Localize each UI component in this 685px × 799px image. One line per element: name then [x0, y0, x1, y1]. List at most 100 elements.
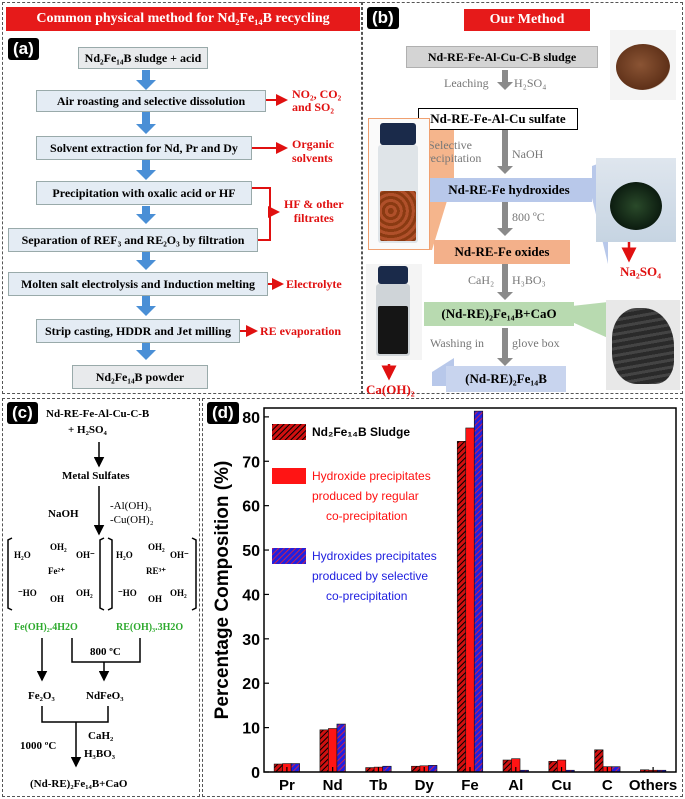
bar-dy-s3: [428, 765, 438, 773]
panel-a-title: Common physical method for Nd₂Fe₁₄B recy…: [6, 7, 360, 31]
step-a-2: Air roasting and selective dissolution: [36, 90, 266, 112]
cond-h3bo3: H₃BO₃: [512, 273, 546, 287]
bar-al-s1: [502, 759, 512, 773]
step-a-7: Strip casting, HDDR and Jet milling: [36, 319, 240, 343]
fe-complex: H₂O OH₂ OH⁻ Fe²⁺ ⁻HO OH OH₂: [10, 540, 102, 608]
x-tick-label: Dy: [415, 777, 435, 794]
panel-c: [2, 398, 200, 797]
step-b-4: Nd-RE-Fe oxides: [434, 240, 570, 264]
legend-label-2-line-2: produced by regular: [312, 489, 419, 503]
bar-tb-s3: [382, 765, 392, 773]
cond-selective: Selective: [428, 138, 472, 152]
step-b-2: Nd-RE-Fe-Al-Cu sulfate: [418, 108, 578, 130]
bar-dy-s1: [411, 765, 421, 773]
byproduct-solvents: Organic solvents: [292, 137, 334, 165]
byproduct-nox: NO₂, CO₂ and SO₂: [292, 88, 341, 114]
panel-d: [202, 398, 683, 797]
bar-nd-s2: [328, 728, 338, 773]
panel-c-label: (c): [7, 402, 38, 424]
bar-fe-s2: [465, 427, 475, 773]
magnet-sample: [612, 308, 674, 384]
final-vial-cap: [378, 266, 408, 284]
c-fe2o3: Fe₂O₃: [28, 690, 55, 702]
cond-naoh: NaOH: [512, 147, 544, 161]
x-tick-label: Cu: [552, 777, 572, 794]
step-a-4: Precipitation with oxalic acid or HF: [36, 181, 252, 205]
na2so4-beaker-photo: [596, 158, 676, 242]
bar-fe-s3: [473, 410, 484, 773]
panel-b-label: (b): [367, 7, 399, 29]
fe-oh2-bot: OH₂: [76, 588, 93, 598]
re-ho: ⁻HO: [118, 588, 137, 598]
c-fe-hydroxide: Fe(OH)₂.4H2O: [14, 622, 78, 633]
step-a-3: Solvent extraction for Nd, Pr and Dy: [36, 136, 252, 160]
y-tick-label: 20: [242, 676, 260, 693]
step-a-8: Nd₂Fe₁₄B powder: [72, 365, 208, 389]
cond-cah2: CaH₂: [468, 273, 495, 287]
byproduct-re-evap: RE evaporation: [260, 324, 341, 338]
fe-ho: ⁻HO: [18, 588, 37, 598]
legend-label-3-line-2: produced by selective: [312, 569, 428, 583]
final-vial-photo: [366, 264, 422, 360]
panel-d-label: (d): [207, 402, 239, 424]
step-a-5: Separation of REF₃ and RE₂O₃ by filtrati…: [8, 228, 258, 252]
panel-a-label: (a): [8, 38, 39, 60]
y-tick-label: 50: [242, 543, 260, 560]
c-naoh: NaOH: [48, 508, 79, 520]
legend-label-1-line-1: Nd₂Fe₁₄B Sludge: [312, 425, 410, 439]
legend-swatch-1: [272, 424, 306, 440]
step-b-1: Nd-RE-Fe-Al-Cu-C-B sludge: [406, 46, 598, 68]
y-tick-label: 10: [242, 721, 260, 738]
na2so4-label: Na₂SO₄: [620, 264, 662, 279]
bar-c-s1: [594, 749, 604, 773]
c-metal-sulfates: Metal Sulfates: [62, 470, 130, 482]
y-axis-label: Percentage Composition (%): [212, 461, 233, 720]
beaker-liquid: [610, 182, 662, 230]
panel-c-arrows: [7, 442, 197, 768]
re-center: RE³⁺: [146, 566, 166, 576]
re-oh2-bot: OH₂: [170, 588, 187, 598]
panel-b: [362, 2, 683, 394]
c-start-line2: + H₂SO₄: [68, 424, 107, 436]
fe-oh-bot: OH: [50, 594, 65, 604]
step-b-5: (Nd-RE)₂Fe₁₄B+CaO: [424, 302, 574, 326]
byproduct-hf-line2: filtrates: [293, 211, 334, 225]
c-temp-1000: 1000 ºC: [20, 740, 57, 752]
c-removed-cu: -Cu(OH)₂: [110, 514, 154, 526]
legend-label-2-line-3: co-precipitation: [326, 509, 407, 523]
cond-washing: Washing in: [430, 336, 485, 350]
x-tick-label: C: [602, 777, 613, 794]
byproduct-hf-line1: HF & other: [284, 197, 344, 211]
c-removed-al: -Al(OH)₃: [110, 500, 152, 512]
caoh2-label: Ca(OH)₂: [366, 382, 415, 397]
fe-h2o: H₂O: [14, 550, 31, 560]
cond-800c: 800 ºC: [512, 210, 545, 224]
re-h2o: H₂O: [116, 550, 133, 560]
fe-oh-top: OH⁻: [76, 550, 95, 560]
legend-label-2-line-1: Hydroxide precipitates: [312, 469, 431, 483]
hydroxide-vial-photo: [368, 118, 430, 250]
byproduct-electrolyte: Electrolyte: [286, 277, 342, 291]
bar-fe-s1: [456, 440, 467, 773]
panel-a: [2, 2, 362, 394]
y-tick-label: 30: [242, 632, 260, 649]
c-h3bo3: H₃BO₃: [84, 748, 116, 760]
x-tick-label: Fe: [461, 777, 479, 794]
y-tick-label: 80: [242, 410, 260, 427]
sludge-powder: [616, 44, 670, 90]
byproduct-nox-line1: NO₂, CO₂: [292, 87, 342, 101]
bar-pr-s3: [290, 763, 300, 773]
cond-h2so4: H₂SO₄: [514, 76, 547, 90]
x-tick-label: Others: [629, 777, 677, 794]
vial-cap: [380, 123, 416, 145]
c-final: (Nd-RE)₂Fe₁₄B+CaO: [30, 778, 128, 790]
step-a-6: Molten salt electrolysis and Induction m…: [8, 272, 268, 296]
y-tick-label: 0: [251, 765, 260, 782]
step-a-1: Nd₂Fe₁₄B sludge + acid: [78, 47, 208, 69]
legend-label-3-line-1: Hydroxides precipitates: [312, 549, 437, 563]
re-complex: H₂O OH₂ OH⁻ RE³⁺ ⁻HO OH OH₂: [114, 540, 196, 608]
step-b-6: (Nd-RE)₂Fe₁₄B: [446, 366, 566, 392]
sludge-photo: [610, 30, 676, 100]
x-tick-label: Tb: [369, 777, 387, 794]
